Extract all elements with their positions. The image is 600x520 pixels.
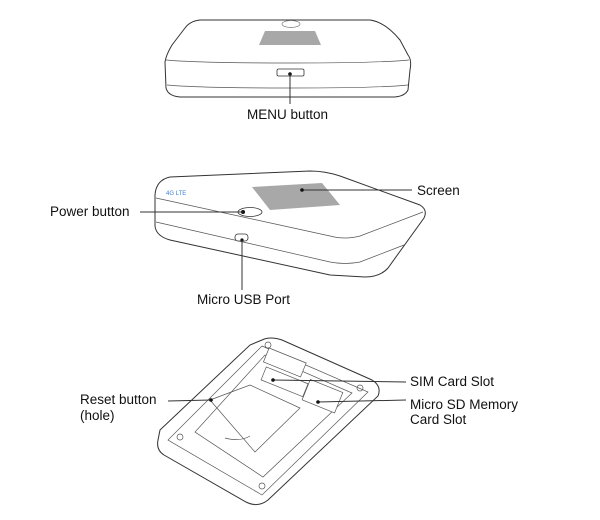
menu-button-label: MENU button [247,107,329,122]
power-button-label: Power button [50,204,130,219]
screen-front [259,31,321,45]
micro-usb-port-label: Micro USB Port [197,292,291,307]
micro-sd-label-line1: Micro SD Memory [410,397,519,412]
device-front-view [164,19,412,104]
svg-text:4G LTE: 4G LTE [166,191,186,197]
screen-label: Screen [417,183,460,198]
device-back-view [157,337,407,506]
device-angled-view: 4G LTE [140,170,426,290]
reset-hole-label: (hole) [80,408,115,423]
micro-sd-label-line2: Card Slot [410,412,467,427]
reset-button-label: Reset button [80,392,157,407]
sim-card-slot-label: SIM Card Slot [410,374,495,389]
